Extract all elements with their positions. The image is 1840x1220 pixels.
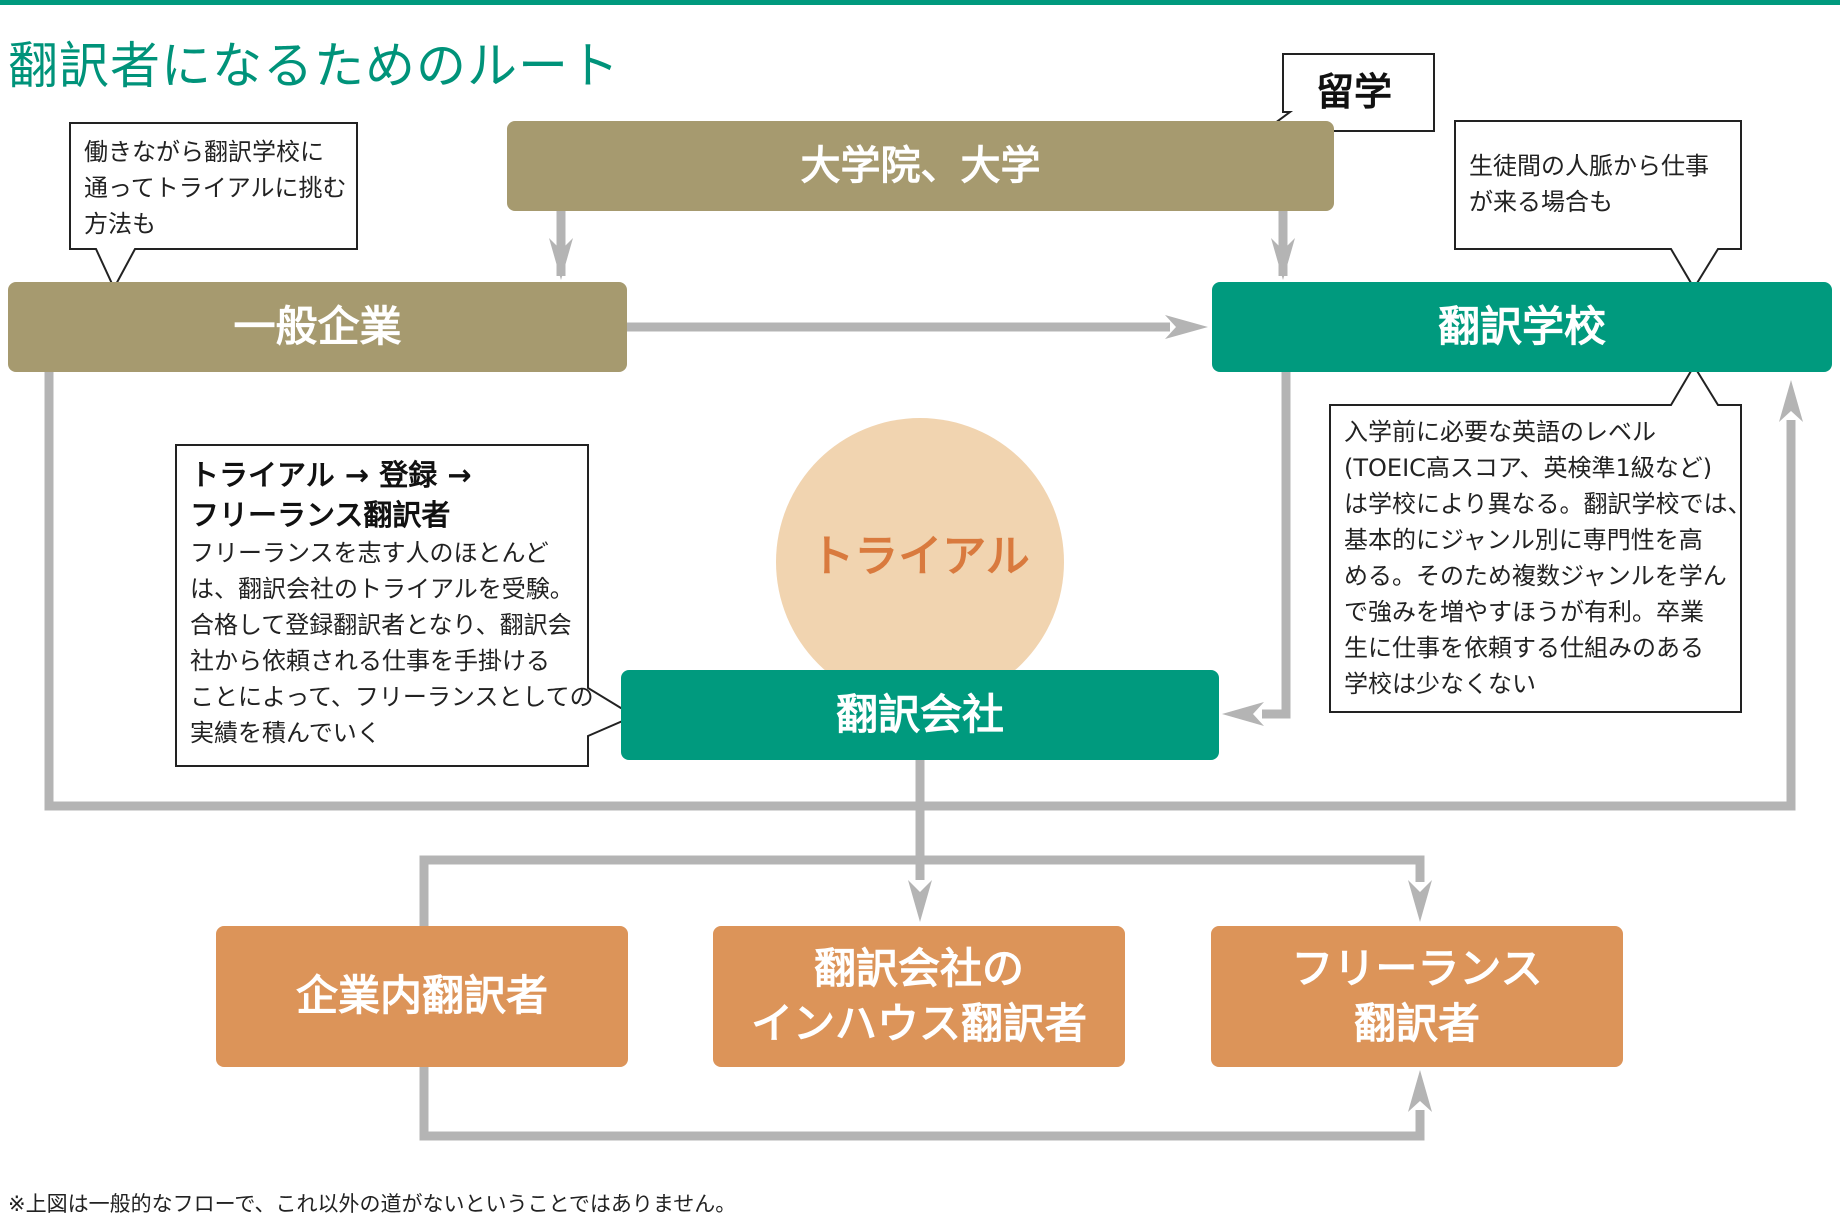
callout-freelance-path: トライアル → 登録 → フリーランス翻訳者 フリーランスを志す人のほとんど は… — [190, 455, 594, 751]
callout-line: は学校により異なる。翻訳学校では、 — [1344, 490, 1752, 518]
arrowhead-loop-to-school — [1779, 380, 1803, 422]
arrowhead-university-to-company — [549, 238, 573, 280]
node-university-label: 大学院、大学 — [800, 143, 1041, 189]
callout-line: 生徒間の人脈から仕事 — [1469, 152, 1709, 180]
branch-connector — [419, 855, 1425, 926]
node-inhouse-translator: 翻訳会社の インハウス翻訳者 — [713, 926, 1125, 1067]
arrowhead-incompany-to-freelance — [1408, 1070, 1432, 1112]
node-freelance-translator: フリーランス 翻訳者 — [1211, 926, 1623, 1067]
arrowhead-agency-to-inhouse — [908, 880, 932, 922]
callout-line: 通ってトライアルに挑む — [84, 174, 347, 202]
callout-line: フリーランスを志す人のほとんど — [190, 539, 549, 567]
node-company-label: 一般企業 — [233, 301, 402, 351]
top-accent-bar — [0, 0, 1840, 5]
outcome-3-line2: 翻訳者 — [1353, 998, 1480, 1048]
callout-heading-line: フリーランス翻訳者 — [190, 498, 451, 532]
callout-line: で強みを増やすほうが有利。卒業 — [1344, 598, 1704, 626]
arrowhead-company-to-school — [1165, 315, 1208, 339]
callout-line: 学校は少なくない — [1344, 670, 1536, 698]
arrowhead-school-to-agency — [1222, 702, 1264, 726]
outcome-1-line1: 企業内翻訳者 — [295, 971, 548, 1021]
callout-line: 基本的にジャンル別に専門性を高 — [1344, 526, 1703, 554]
callout-school-info: 入学前に必要な英語のレベル (TOEIC高スコア、英検準1級など) は学校により… — [1344, 414, 1752, 702]
outcome-3-line1: フリーランス — [1291, 943, 1543, 993]
arrowhead-university-to-school — [1271, 238, 1295, 280]
node-university: 大学院、大学 — [507, 121, 1334, 211]
callout-study-abroad-label: 留学 — [1316, 70, 1393, 114]
callout-line: 生に仕事を依頼する仕組みのある — [1344, 634, 1704, 662]
callout-line: める。そのため複数ジャンルを学ん — [1344, 562, 1727, 590]
callout-school-network-shape — [1454, 120, 1742, 290]
diagram-title: 翻訳者になるためのルート — [8, 37, 620, 95]
callout-line: 社から依頼される仕事を手掛ける — [190, 647, 550, 675]
node-translation-agency: 翻訳会社 — [621, 670, 1219, 760]
trial-circle: トライアル — [776, 418, 1064, 706]
node-translation-school: 翻訳学校 — [1212, 282, 1832, 372]
callout-line: 方法も — [84, 210, 156, 238]
node-school-label: 翻訳学校 — [1437, 301, 1606, 351]
callout-line: ことによって、フリーランスとしての — [190, 683, 594, 711]
callout-line: 入学前に必要な英語のレベル — [1344, 418, 1656, 446]
trial-label: トライアル — [810, 531, 1030, 582]
callout-work-study-shape — [69, 122, 358, 291]
node-in-company-translator: 企業内翻訳者 — [216, 926, 628, 1067]
footnote: ※上図は一般的なフローで、これ以外の道がないということではありません。 — [8, 1192, 737, 1216]
callout-study-abroad: 留学 — [1316, 70, 1392, 114]
callout-line: 合格して登録翻訳者となり、翻訳会 — [190, 611, 572, 639]
arrow-school-to-agency — [1262, 372, 1291, 719]
arrowhead-to-freelance — [1408, 880, 1432, 922]
outcome-2-line2: インハウス翻訳者 — [750, 998, 1087, 1048]
callout-line: 働きながら翻訳学校に — [84, 138, 324, 166]
callout-line: (TOEIC高スコア、英検準1級など) — [1344, 454, 1713, 482]
arrow-incompany-to-freelance — [419, 1067, 1425, 1141]
node-agency-label: 翻訳会社 — [835, 689, 1004, 739]
callout-school-info-shape — [1329, 364, 1742, 713]
node-company: 一般企業 — [8, 282, 627, 372]
callout-line: が来る場合も — [1469, 188, 1613, 216]
callout-freelance-path-shape — [175, 444, 637, 767]
callout-school-network: 生徒間の人脈から仕事 が来る場合も — [1469, 148, 1709, 220]
callout-heading-line: トライアル → 登録 → — [190, 458, 472, 492]
callout-line: 実績を積んでいく — [190, 719, 381, 747]
outcome-2-line1: 翻訳会社の — [813, 943, 1024, 993]
callout-work-and-study: 働きながら翻訳学校に 通ってトライアルに挑む 方法も — [84, 134, 347, 242]
callout-line: は、翻訳会社のトライアルを受験。 — [190, 575, 574, 603]
